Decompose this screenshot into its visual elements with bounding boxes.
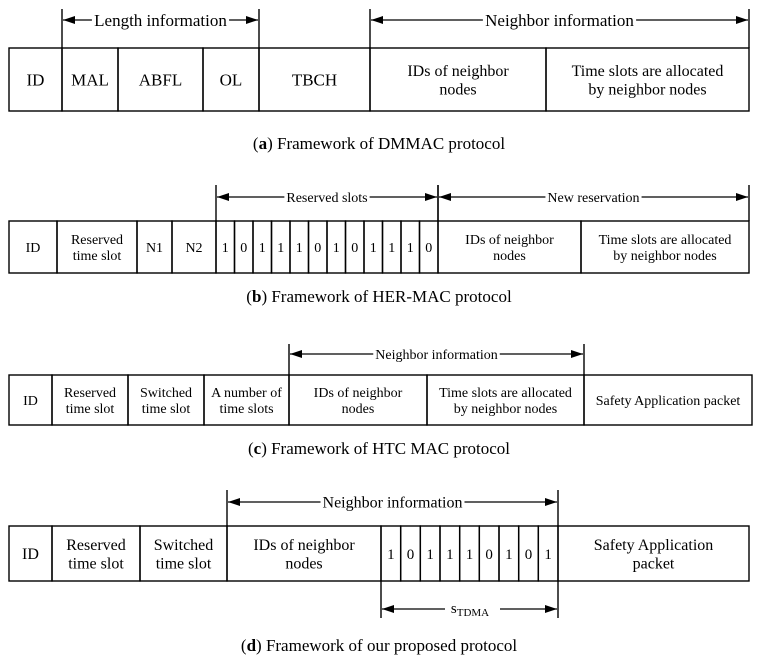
field-label: N2 (185, 241, 202, 256)
caption-a: (a) Framework of DMMAC protocol (253, 134, 505, 153)
field-label: ID (26, 241, 41, 256)
bit-label: 1 (388, 241, 395, 256)
bit-label: 0 (407, 547, 415, 563)
field-label: OL (220, 70, 243, 89)
bit-label: 1 (446, 547, 454, 563)
field-label: MAL (71, 70, 109, 89)
bit-label: 1 (544, 547, 552, 563)
bit-label: 0 (525, 547, 533, 563)
reserved-slots-span-label: Reserved slots (286, 191, 367, 206)
bit-label: 0 (240, 241, 247, 256)
bit-label: 1 (296, 241, 303, 256)
bit-label: 1 (277, 241, 284, 256)
bit-label: 1 (505, 547, 513, 563)
bit-label: 1 (259, 241, 266, 256)
bit-label: 0 (314, 241, 321, 256)
field-label: N1 (146, 241, 163, 256)
field-cell (545, 47, 750, 112)
neighbor-information-span-label: Neighbor information (485, 11, 634, 30)
bit-label: 0 (351, 241, 358, 256)
field-label: ID (22, 546, 39, 563)
field-label: Safety Application packet (596, 394, 741, 409)
field-cell (583, 374, 753, 426)
new-reservation-span-label: New reservation (547, 191, 639, 206)
bit-label: 1 (333, 241, 340, 256)
neighbor-information-span-label: Neighbor information (323, 495, 463, 512)
field-cell (580, 220, 750, 274)
field-cell (557, 525, 750, 582)
caption-d: (d) Framework of our proposed protocol (241, 636, 517, 655)
length-information-span-label: Length information (94, 11, 227, 30)
field-label: ID (27, 70, 45, 89)
stdma-label: sTDMA (451, 601, 489, 619)
bit-label: 1 (466, 547, 474, 563)
neighbor-information-span-label: Neighbor information (375, 348, 497, 363)
bit-label: 1 (222, 241, 229, 256)
field-label: TBCH (292, 70, 337, 89)
bit-label: 1 (387, 547, 395, 563)
field-label: ABFL (139, 70, 182, 89)
bit-label: 0 (425, 241, 432, 256)
bit-label: 1 (426, 547, 434, 563)
caption-b: (b) Framework of HER-MAC protocol (246, 287, 512, 306)
bit-label: 0 (485, 547, 493, 563)
field-label: ID (23, 394, 38, 409)
bit-label: 1 (370, 241, 377, 256)
bit-label: 1 (407, 241, 414, 256)
caption-c: (c) Framework of HTC MAC protocol (248, 439, 510, 458)
